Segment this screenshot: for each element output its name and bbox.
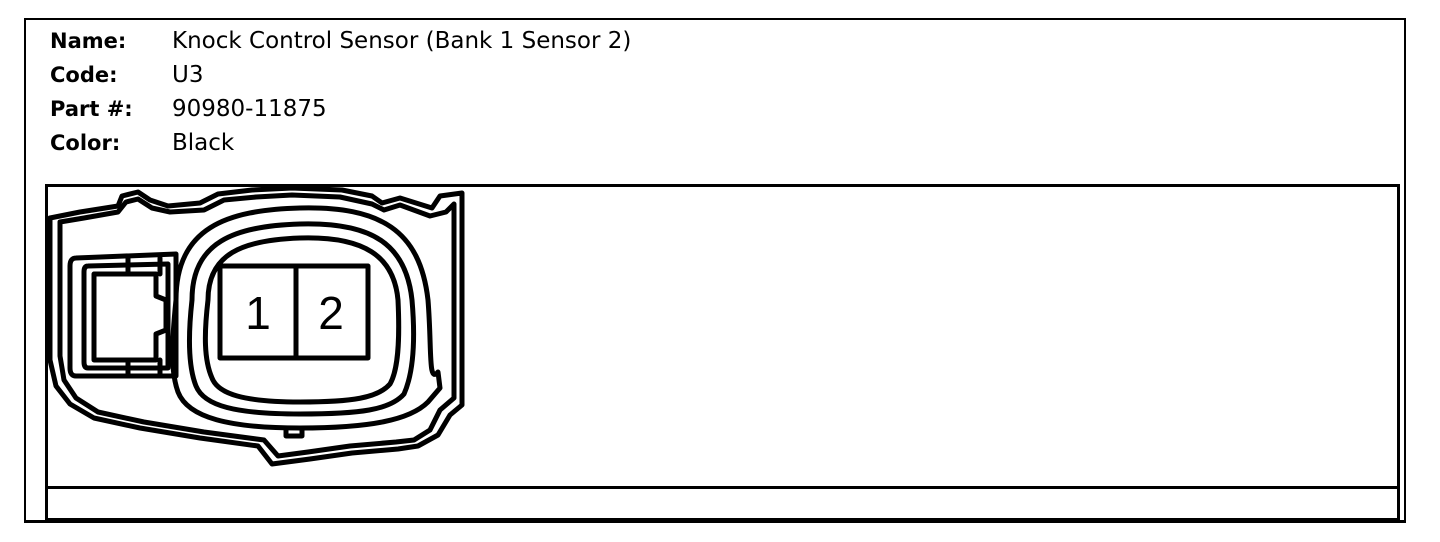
lock-tab-inner (81, 261, 171, 371)
lock-tab-outer (67, 251, 179, 379)
pin-label-2: 2 (318, 287, 344, 339)
key-notch (283, 425, 305, 439)
housing-inner-contour (57, 192, 457, 459)
part-value: 90980-11875 (172, 96, 327, 122)
mating-shroud-outer (170, 205, 443, 431)
part-label: Part #: (50, 97, 133, 121)
lock-tab-latch (91, 271, 169, 363)
name-value: Knock Control Sensor (Bank 1 Sensor 2) (172, 28, 632, 54)
code-label: Code: (50, 63, 118, 87)
color-value: Black (172, 130, 235, 156)
pin-label-1: 1 (245, 287, 271, 339)
pin-cavity-2 (293, 263, 371, 361)
connector-info-frame (24, 18, 1406, 523)
diagram-bottom-divider (45, 486, 1400, 489)
name-label: Name: (50, 29, 127, 53)
mating-shroud-inner (186, 221, 417, 417)
color-label: Color: (50, 131, 121, 155)
housing-outline (47, 185, 465, 467)
mating-shroud-cavity (202, 235, 402, 405)
code-value: U3 (172, 62, 204, 88)
connector-diagram-frame (45, 184, 1400, 521)
